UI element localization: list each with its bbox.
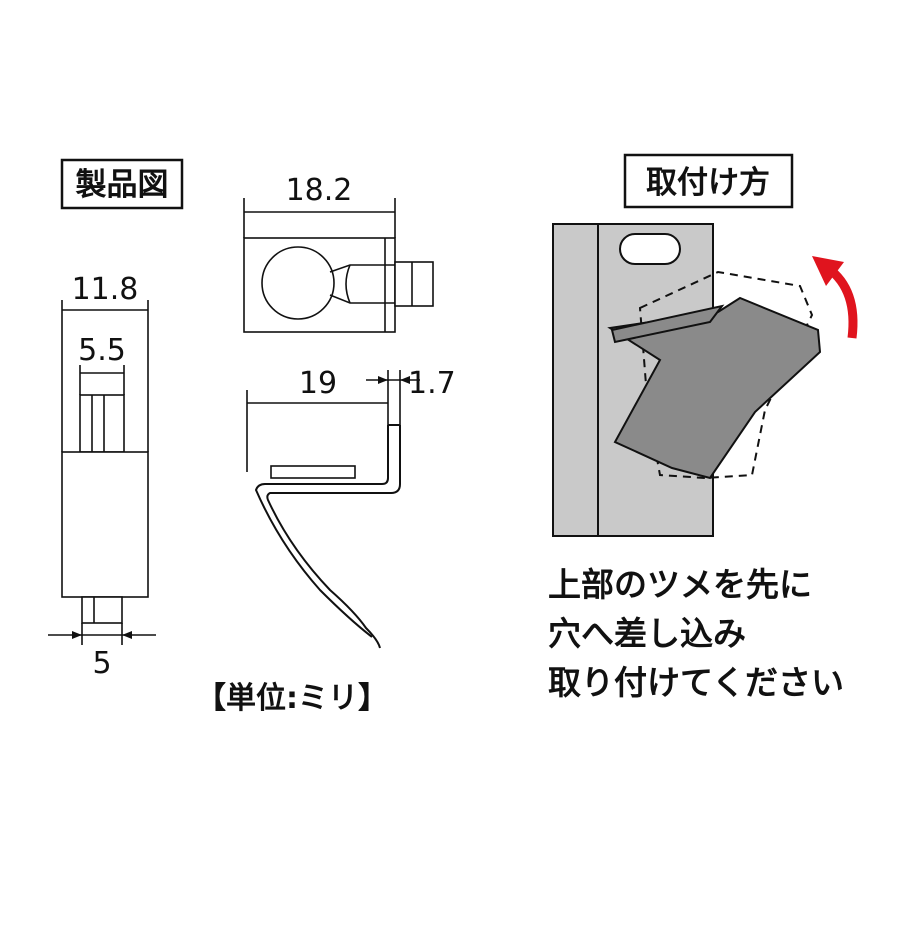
product-view-label-box: 製品図	[60, 158, 184, 210]
instruction-line-2: 穴へ差し込み	[548, 614, 746, 653]
front-view-drawing	[48, 300, 156, 645]
instruction-line-3: 取り付けてください	[548, 663, 844, 702]
dim-top-length: 18.2	[286, 173, 353, 208]
clip-final-outline	[638, 270, 814, 480]
dim-thickness: 1.7	[408, 366, 456, 401]
dim-tab-width: 5.5	[78, 333, 126, 368]
instruction-line-1: 上部のツメを先に	[548, 565, 812, 604]
install-label-box: 取付け方	[623, 153, 794, 209]
install-label: 取付け方	[646, 165, 770, 201]
dim-base-width: 5	[92, 646, 111, 681]
clip-body	[607, 296, 822, 480]
rail-slot	[619, 233, 681, 265]
rotation-arrowhead-icon	[812, 256, 844, 286]
clip-hook	[610, 304, 725, 344]
side-view-drawing	[246, 370, 420, 649]
top-view-drawing	[243, 198, 434, 333]
unit-note: 【単位:ミリ】	[196, 681, 388, 716]
product-view-label: 製品図	[76, 167, 169, 203]
install-illustration	[552, 223, 858, 537]
dim-side-length: 19	[299, 366, 337, 401]
dim-total-width: 11.8	[72, 272, 139, 307]
rotation-arrow-icon	[825, 264, 858, 339]
